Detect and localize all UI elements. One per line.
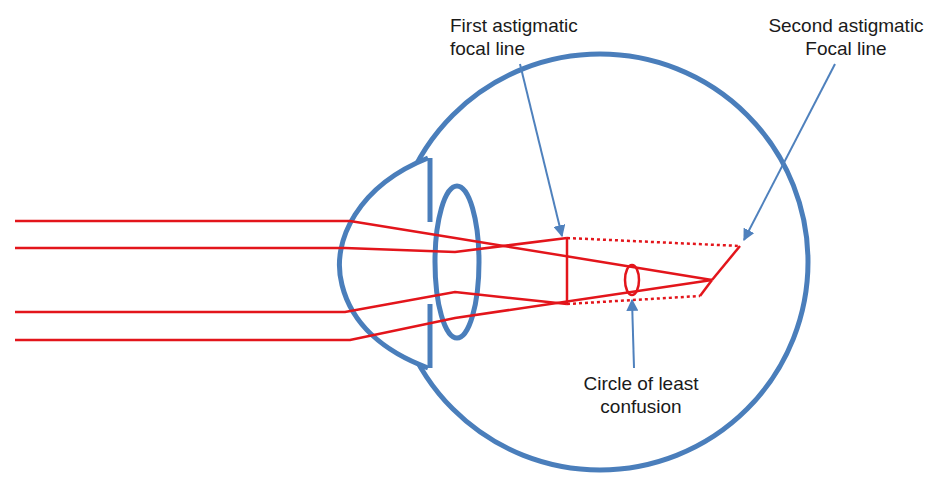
callout-label: Circle of least confusion: [566, 372, 716, 418]
cornea: [339, 158, 428, 368]
iris: [428, 304, 433, 368]
callout-label: First astigmatic focal line: [450, 14, 620, 60]
leader-arrows: [520, 64, 835, 368]
iris: [428, 158, 433, 222]
callout-label: Second astigmatic Focal line: [762, 14, 930, 60]
light-rays: [15, 221, 740, 340]
